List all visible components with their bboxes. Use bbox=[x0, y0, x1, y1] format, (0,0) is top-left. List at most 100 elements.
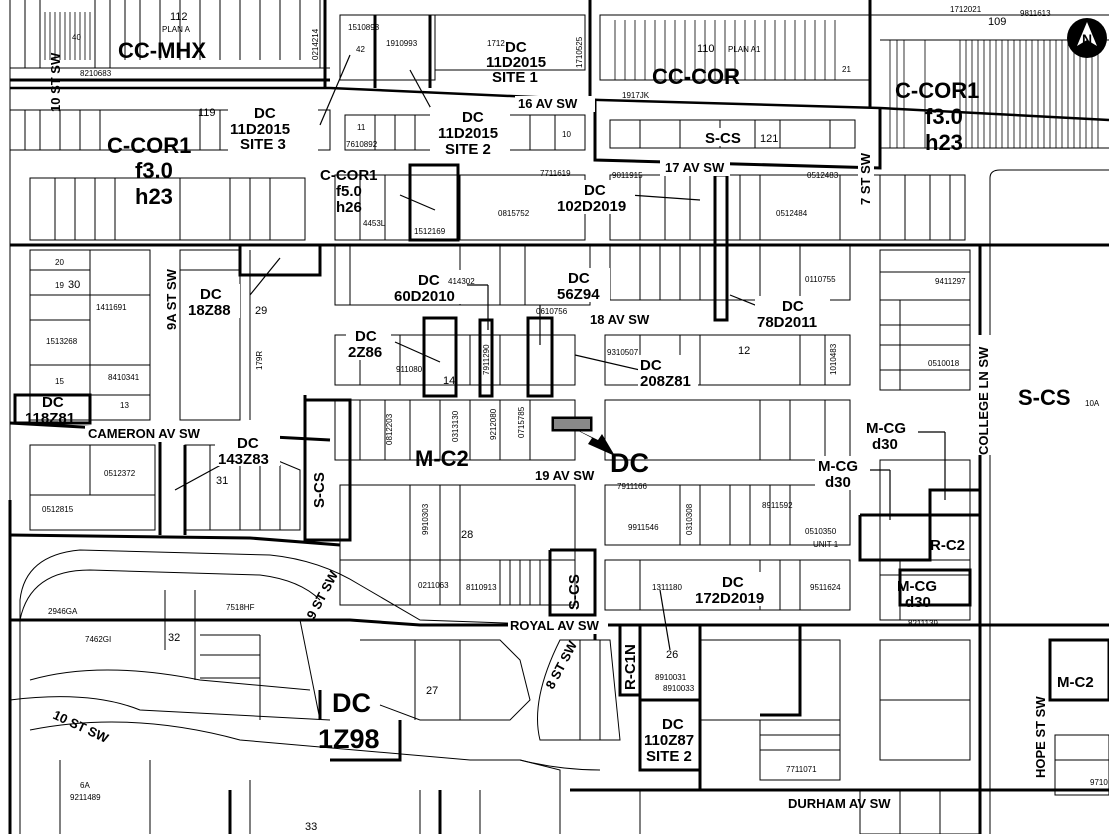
zone-cc-cor: CC-COR bbox=[652, 64, 740, 89]
lot-label: 0715785 bbox=[517, 406, 526, 438]
zone-m-cg-c-name: M-CG bbox=[897, 578, 937, 595]
zone-r-c2: R-C2 bbox=[930, 537, 965, 554]
zone-s-cs-top: S-CS bbox=[705, 130, 741, 147]
lot-label: 1510893 bbox=[348, 23, 380, 32]
lot-label: 21 bbox=[842, 65, 851, 74]
lot-label: 15 bbox=[55, 377, 64, 386]
lot-label: 33 bbox=[305, 821, 317, 833]
zone-dc-172d2019-code: 172D2019 bbox=[695, 590, 764, 607]
lot-label: 7518HF bbox=[226, 603, 255, 612]
street-18-av: 18 AV SW bbox=[590, 312, 650, 327]
lot-label: 8910031 bbox=[655, 673, 687, 682]
lot-labels: 112 PLAN A 8210683 40 1510893 42 1910993… bbox=[42, 5, 1108, 833]
lot-label: 31 bbox=[216, 475, 228, 487]
lot-label: 414302 bbox=[448, 277, 475, 286]
street-cameron-av: CAMERON AV SW bbox=[88, 426, 201, 441]
lot-label: 7462GI bbox=[85, 635, 111, 644]
zone-dc-18z88-dc: DC bbox=[200, 286, 222, 303]
zone-c-cor1-mid-height: h26 bbox=[336, 199, 362, 216]
lot-label: 1712 bbox=[487, 39, 505, 48]
lot-label: 27 bbox=[426, 685, 438, 697]
zone-dc-18z88-code: 18Z88 bbox=[188, 302, 231, 319]
zone-c-cor1-left-height: h23 bbox=[135, 184, 173, 209]
zone-cc-mhx: CC-MHX bbox=[118, 38, 206, 63]
zone-dc-143z83-dc: DC bbox=[237, 435, 259, 452]
lot-label: 0812203 bbox=[385, 413, 394, 445]
lot-label: 0110755 bbox=[805, 275, 836, 284]
zone-c-cor1-left-far: f3.0 bbox=[135, 158, 173, 183]
zone-dc-11d2015-site1-site: SITE 1 bbox=[492, 69, 538, 86]
lot-label: 179R bbox=[255, 351, 264, 370]
zone-m-cg-b-density: d30 bbox=[825, 474, 851, 491]
lot-label: 7711619 bbox=[540, 169, 571, 178]
lot-label: 6A bbox=[80, 781, 90, 790]
street-19-av: 19 AV SW bbox=[535, 468, 595, 483]
zone-m-cg-b-name: M-CG bbox=[818, 458, 858, 475]
zone-s-cs-right: S-CS bbox=[1018, 385, 1071, 410]
lot-label: 9310507 bbox=[607, 348, 639, 357]
lot-label: 42 bbox=[356, 45, 365, 54]
lot-label: 0512372 bbox=[104, 469, 136, 478]
zone-dc-118z81-code: 118Z81 bbox=[25, 410, 75, 427]
lot-label: 9411297 bbox=[935, 277, 966, 286]
lot-label: 0510018 bbox=[928, 359, 960, 368]
street-10-st-top: 10 ST SW bbox=[48, 52, 63, 112]
lot-label: 0512483 bbox=[807, 171, 839, 180]
zone-dc-1z98-code: 1Z98 bbox=[318, 724, 380, 754]
zone-dc-big: DC bbox=[610, 448, 649, 478]
lot-label: 4453L bbox=[363, 219, 386, 228]
zone-m-c2-right: M-C2 bbox=[1057, 674, 1094, 691]
zone-dc-60d2010-code: 60D2010 bbox=[394, 288, 455, 305]
zone-c-cor1-left-name: C-COR1 bbox=[107, 133, 191, 158]
street-hope-st: HOPE ST SW bbox=[1033, 696, 1048, 778]
lot-label: 1712021 bbox=[950, 5, 982, 14]
lot-label: 1710525 bbox=[575, 36, 584, 68]
lot-label: 110 bbox=[697, 43, 715, 55]
lot-label: 8910033 bbox=[663, 684, 695, 693]
zone-dc-110z87-site: SITE 2 bbox=[646, 748, 692, 765]
zone-dc-102d2019-dc: DC bbox=[584, 182, 606, 199]
lot-label: 10A bbox=[1085, 399, 1100, 408]
zone-dc-172d2019-dc: DC bbox=[722, 574, 744, 591]
street-17-av: 17 AV SW bbox=[665, 160, 725, 175]
lot-label: 7610892 bbox=[346, 140, 378, 149]
lot-label: 9910303 bbox=[421, 503, 430, 535]
lot-label: 9511624 bbox=[810, 583, 841, 592]
zone-dc-11d2015-site3-site: SITE 3 bbox=[240, 136, 286, 153]
lot-label: 26 bbox=[666, 649, 678, 661]
dc-site-marker bbox=[552, 417, 592, 431]
lot-label: 2946GA bbox=[48, 607, 78, 616]
lot-label: 8410341 bbox=[108, 373, 140, 382]
north-label: N bbox=[1082, 31, 1092, 47]
lot-label: 14 bbox=[443, 375, 455, 387]
lot-label: PLAN A1 bbox=[728, 45, 761, 54]
zone-dc-11d2015-site2-code: 11D2015 bbox=[438, 125, 498, 142]
lot-label: 109 bbox=[988, 16, 1006, 28]
lot-label: 32 bbox=[168, 632, 180, 644]
zone-dc-11d2015-site1-dc: DC bbox=[505, 39, 527, 56]
lot-label: 8911592 bbox=[762, 501, 793, 510]
zone-c-cor1-mid-far: f5.0 bbox=[336, 183, 362, 200]
zone-dc-11d2015-site2-site: SITE 2 bbox=[445, 141, 491, 158]
zone-c-cor1-right-far: f3.0 bbox=[925, 104, 963, 129]
zone-dc-11d2015-site3-dc: DC bbox=[254, 105, 276, 122]
lot-label: 28 bbox=[461, 529, 473, 541]
lot-label: 0211063 bbox=[418, 581, 449, 590]
lot-label: 8211139 bbox=[908, 619, 939, 628]
lot-label: 9710 bbox=[1090, 778, 1108, 787]
street-16-av: 16 AV SW bbox=[518, 96, 578, 111]
lot-label: 112 bbox=[170, 11, 188, 23]
lot-label: 29 bbox=[255, 305, 267, 317]
zone-labels: CC-MHX CC-COR C-COR1 f3.0 h23 C-COR1 f3.… bbox=[25, 38, 1094, 765]
lot-label: 119 bbox=[198, 107, 216, 119]
zone-m-cg-a-name: M-CG bbox=[866, 420, 906, 437]
dc-pointer-arrow bbox=[567, 425, 615, 456]
lot-label: 9911546 bbox=[628, 523, 659, 532]
zone-dc-56z94-dc: DC bbox=[568, 270, 590, 287]
zone-m-cg-a-density: d30 bbox=[872, 436, 898, 453]
zone-dc-11d2015-site2-dc: DC bbox=[462, 109, 484, 126]
lot-label: 9211489 bbox=[70, 793, 101, 802]
lot-label: 0310308 bbox=[685, 503, 694, 535]
zone-dc-78d2011-code: 78D2011 bbox=[757, 314, 817, 331]
lot-label: 10 bbox=[562, 130, 571, 139]
